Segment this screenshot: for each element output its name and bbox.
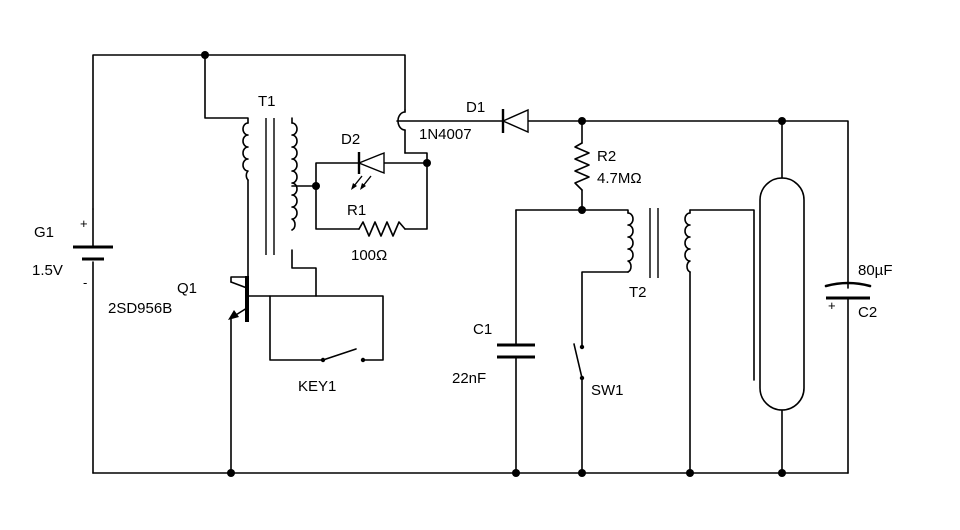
r1-value-label: 100Ω — [351, 247, 387, 264]
switch-sw1: SW1 — [573, 343, 624, 399]
c2-ref-label: C2 — [858, 304, 877, 321]
r1-ref-label: R1 — [347, 202, 366, 219]
c1-value-label: 22nF — [452, 370, 486, 387]
r2-value-label: 4.7MΩ — [597, 170, 642, 187]
d2-ref-label: D2 — [341, 131, 360, 148]
g1-plus-sign: + — [80, 216, 88, 231]
d1-value-label: 1N4007 — [419, 126, 472, 143]
c1-ref-label: C1 — [473, 321, 492, 338]
q1-value-label: 2SD956B — [108, 300, 172, 317]
capacitor-c2: + 80µF C2 — [824, 262, 893, 321]
g1-value-label: 1.5V — [32, 262, 63, 279]
transformer-t2: T2 — [627, 208, 691, 301]
t2-ref-label: T2 — [629, 284, 647, 301]
pushbutton-key1: KEY1 — [298, 348, 366, 395]
g1-ref-label: G1 — [34, 224, 54, 241]
c2-value-label: 80µF — [858, 262, 893, 279]
key1-ref-label: KEY1 — [298, 378, 336, 395]
q1-ref-label: Q1 — [177, 280, 197, 297]
d1-ref-label: D1 — [466, 99, 485, 116]
r2-ref-label: R2 — [597, 148, 616, 165]
capacitor-c1: C1 22nF — [452, 321, 535, 387]
wiring — [92, 54, 849, 474]
junction-dots — [201, 51, 786, 477]
resistor-r1: R1 100Ω — [347, 202, 406, 264]
c2-plus-sign: + — [828, 298, 836, 313]
transformer-t1: T1 — [242, 93, 298, 255]
transistor-q1: Q1 2SD956B — [108, 276, 249, 322]
g1-minus-sign: - — [83, 275, 87, 290]
flash-tube — [759, 177, 805, 411]
t1-ref-label: T1 — [258, 93, 276, 110]
led-d2: D2 — [341, 131, 385, 190]
sw1-ref-label: SW1 — [591, 382, 624, 399]
diode-d1: D1 1N4007 — [419, 99, 529, 143]
resistor-r2: R2 4.7MΩ — [574, 142, 642, 191]
battery-g1: G1 + 1.5V - — [32, 208, 113, 290]
